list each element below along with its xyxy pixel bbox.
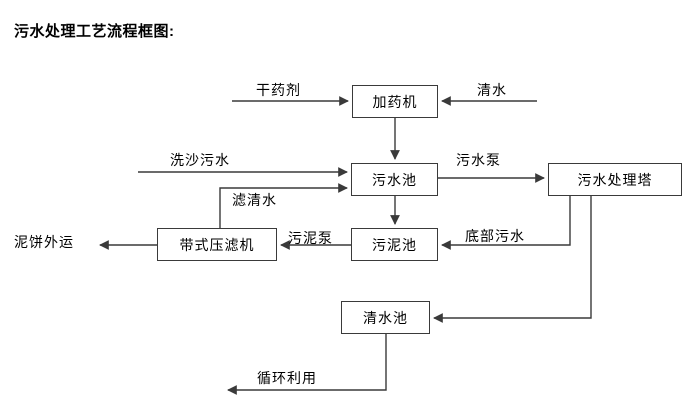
- edge-label-bottom-sewage: 底部污水: [465, 228, 525, 244]
- node-label: 加药机: [372, 93, 418, 110]
- page-title: 污水处理工艺流程框图:: [14, 23, 175, 40]
- edge-label-clean-water-in: 清水: [477, 82, 507, 98]
- node-label: 清水池: [363, 309, 408, 326]
- edge-treatment-tower-to-clean-water-pool: [433, 196, 592, 323]
- edge-label-filtered-clear-water: 滤清水: [232, 192, 277, 208]
- edge-label-recycling-reuse: 循环利用: [257, 370, 317, 386]
- node-sewage-treatment-tower[interactable]: 污水处理塔: [548, 163, 682, 196]
- edge-label-mud-cake-transport: 泥饼外运: [14, 234, 74, 250]
- node-clean-water-pool[interactable]: 清水池: [341, 301, 430, 334]
- edge-label-sewage-pump: 污水泵: [456, 152, 501, 168]
- edge-label-dry-reagent: 干药剂: [256, 82, 301, 98]
- node-dosing-machine[interactable]: 加药机: [352, 85, 438, 118]
- edge-label-sludge-pump: 污泥泵: [288, 230, 333, 246]
- node-sewage-pool[interactable]: 污水池: [351, 163, 438, 196]
- node-label: 污泥池: [372, 236, 417, 253]
- edge-filtered-clear-water-to-sewage-pool: [219, 183, 348, 228]
- edge-bottom-sewage-to-sludge-pool: [441, 196, 571, 250]
- edge-clean-water-pool-to-recycling: [227, 334, 387, 395]
- edge-label-sand-washing-sewage: 洗沙污水: [170, 152, 230, 168]
- node-label: 污水处理塔: [577, 171, 653, 188]
- node-label: 污水池: [372, 171, 417, 188]
- node-label: 带式压滤机: [179, 236, 255, 253]
- node-sludge-pool[interactable]: 污泥池: [351, 228, 438, 261]
- node-belt-filter-press[interactable]: 带式压滤机: [157, 228, 277, 261]
